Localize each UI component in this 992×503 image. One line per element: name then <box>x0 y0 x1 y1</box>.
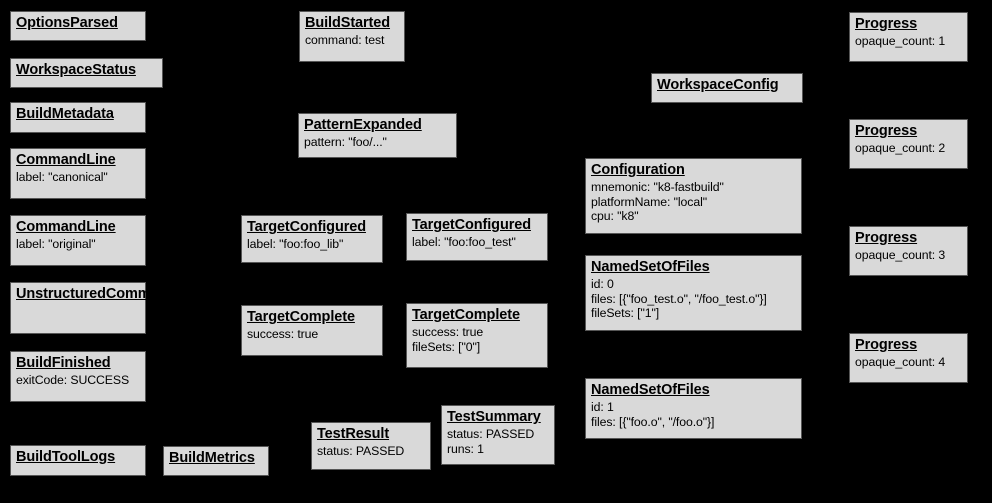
event-node-fields: mnemonic: "k8-fastbuild"platformName: "l… <box>591 180 796 224</box>
event-node-field: fileSets: ["0"] <box>412 339 481 354</box>
event-node-progress-3[interactable]: Progress opaque_count: 3 <box>849 226 968 276</box>
event-node-field: files: [{"foo_test.o", "/foo_test.o"}] <box>591 291 767 306</box>
event-node-build-finished[interactable]: BuildFinished exitCode: SUCCESS <box>10 351 146 402</box>
event-node-title: NamedSetOfFiles <box>591 259 710 275</box>
event-node-workspace-config[interactable]: WorkspaceConfig <box>651 73 803 103</box>
event-node-fields: opaque_count: 1 <box>855 34 962 49</box>
event-node-fields: status: PASSED <box>317 444 425 459</box>
event-node-field: opaque_count: 3 <box>855 248 946 263</box>
event-node-fields: label: "original" <box>16 237 140 252</box>
event-node-field: status: PASSED <box>317 444 405 459</box>
event-node-title: TestResult <box>317 426 390 442</box>
event-node-field: runs: 1 <box>447 441 484 456</box>
event-node-title: BuildMetrics <box>169 450 255 466</box>
event-node-options-parsed[interactable]: OptionsParsed <box>10 11 146 41</box>
event-node-field: success: true <box>247 327 319 342</box>
event-node-build-tool-logs[interactable]: BuildToolLogs <box>10 445 146 476</box>
event-node-field: platformName: "local" <box>591 194 707 209</box>
event-node-field: label: "foo:foo_test" <box>412 235 516 250</box>
event-node-title: BuildMetadata <box>16 106 114 122</box>
event-node-build-metrics[interactable]: BuildMetrics <box>163 446 269 476</box>
event-node-fields: pattern: "foo/..." <box>304 135 451 150</box>
event-node-field: pattern: "foo/..." <box>304 135 387 150</box>
event-node-pattern-expanded[interactable]: PatternExpanded pattern: "foo/..." <box>298 113 457 158</box>
event-node-title: TargetComplete <box>247 309 355 325</box>
event-node-fields: label: "foo:foo_lib" <box>247 237 377 252</box>
event-node-field: id: 1 <box>591 400 614 415</box>
event-node-progress-4[interactable]: Progress opaque_count: 4 <box>849 333 968 383</box>
event-node-field: label: "original" <box>16 237 96 252</box>
event-node-title: UnstructuredCommandLine <box>16 286 206 302</box>
event-node-title: PatternExpanded <box>304 117 422 133</box>
event-node-progress-1[interactable]: Progress opaque_count: 1 <box>849 12 968 62</box>
event-node-field: opaque_count: 1 <box>855 34 946 49</box>
event-node-workspace-status[interactable]: WorkspaceStatus <box>10 58 163 88</box>
event-node-fields: opaque_count: 4 <box>855 355 962 370</box>
event-node-title: Configuration <box>591 162 685 178</box>
event-node-build-metadata[interactable]: BuildMetadata <box>10 102 146 133</box>
event-node-field: command: test <box>305 33 385 48</box>
event-node-fields: success: true <box>247 327 377 342</box>
event-node-title: Progress <box>855 230 918 246</box>
event-node-title: WorkspaceStatus <box>16 62 136 78</box>
event-node-title: BuildToolLogs <box>16 449 116 465</box>
event-node-fields: exitCode: SUCCESS <box>16 373 140 388</box>
event-node-configuration[interactable]: Configuration mnemonic: "k8-fastbuild"pla… <box>585 158 802 234</box>
event-node-fields: opaque_count: 2 <box>855 141 962 156</box>
event-node-fields: opaque_count: 3 <box>855 248 962 263</box>
event-node-title: TargetComplete <box>412 307 520 323</box>
event-node-target-complete-lib[interactable]: TargetComplete success: true <box>241 305 383 356</box>
event-node-field: opaque_count: 4 <box>855 355 946 370</box>
event-node-title: NamedSetOfFiles <box>591 382 710 398</box>
event-node-title: TestSummary <box>447 409 541 425</box>
event-node-title: BuildStarted <box>305 15 391 31</box>
event-node-title: WorkspaceConfig <box>657 77 779 93</box>
event-node-title: OptionsParsed <box>16 15 118 31</box>
event-node-build-started[interactable]: BuildStarted command: test <box>299 11 405 62</box>
event-node-title: CommandLine <box>16 152 116 168</box>
event-node-field: label: "canonical" <box>16 170 108 185</box>
event-node-field: cpu: "k8" <box>591 209 639 224</box>
event-node-field: id: 0 <box>591 277 614 292</box>
event-node-progress-2[interactable]: Progress opaque_count: 2 <box>849 119 968 169</box>
event-node-field: files: [{"foo.o", "/foo.o"}] <box>591 414 715 429</box>
event-node-unstructured-command-line[interactable]: UnstructuredCommandLine <box>10 282 206 334</box>
event-node-title: Progress <box>855 123 918 139</box>
event-node-field: mnemonic: "k8-fastbuild" <box>591 180 724 195</box>
event-node-field: success: true <box>412 325 484 340</box>
event-node-title: Progress <box>855 337 918 353</box>
event-node-target-configured-lib[interactable]: TargetConfigured label: "foo:foo_lib" <box>241 215 383 263</box>
event-node-field: label: "foo:foo_lib" <box>247 237 344 252</box>
event-node-field: exitCode: SUCCESS <box>16 373 130 388</box>
event-node-field: status: PASSED <box>447 427 535 442</box>
event-node-command-line-original[interactable]: CommandLine label: "original" <box>10 215 146 266</box>
event-node-test-result[interactable]: TestResult status: PASSED <box>311 422 431 470</box>
event-node-target-configured-test[interactable]: TargetConfigured label: "foo:foo_test" <box>406 213 548 261</box>
event-node-fields: label: "foo:foo_test" <box>412 235 542 250</box>
event-node-field: opaque_count: 2 <box>855 141 946 156</box>
event-node-command-line-canonical[interactable]: CommandLine label: "canonical" <box>10 148 146 199</box>
event-node-title: BuildFinished <box>16 355 111 371</box>
event-node-title: CommandLine <box>16 219 116 235</box>
event-node-fields: label: "canonical" <box>16 170 140 185</box>
event-node-title: Progress <box>855 16 918 32</box>
event-node-title: TargetConfigured <box>412 217 531 233</box>
event-node-field: fileSets: ["1"] <box>591 306 660 321</box>
event-node-fields: command: test <box>305 33 399 48</box>
event-node-title: TargetConfigured <box>247 219 366 235</box>
